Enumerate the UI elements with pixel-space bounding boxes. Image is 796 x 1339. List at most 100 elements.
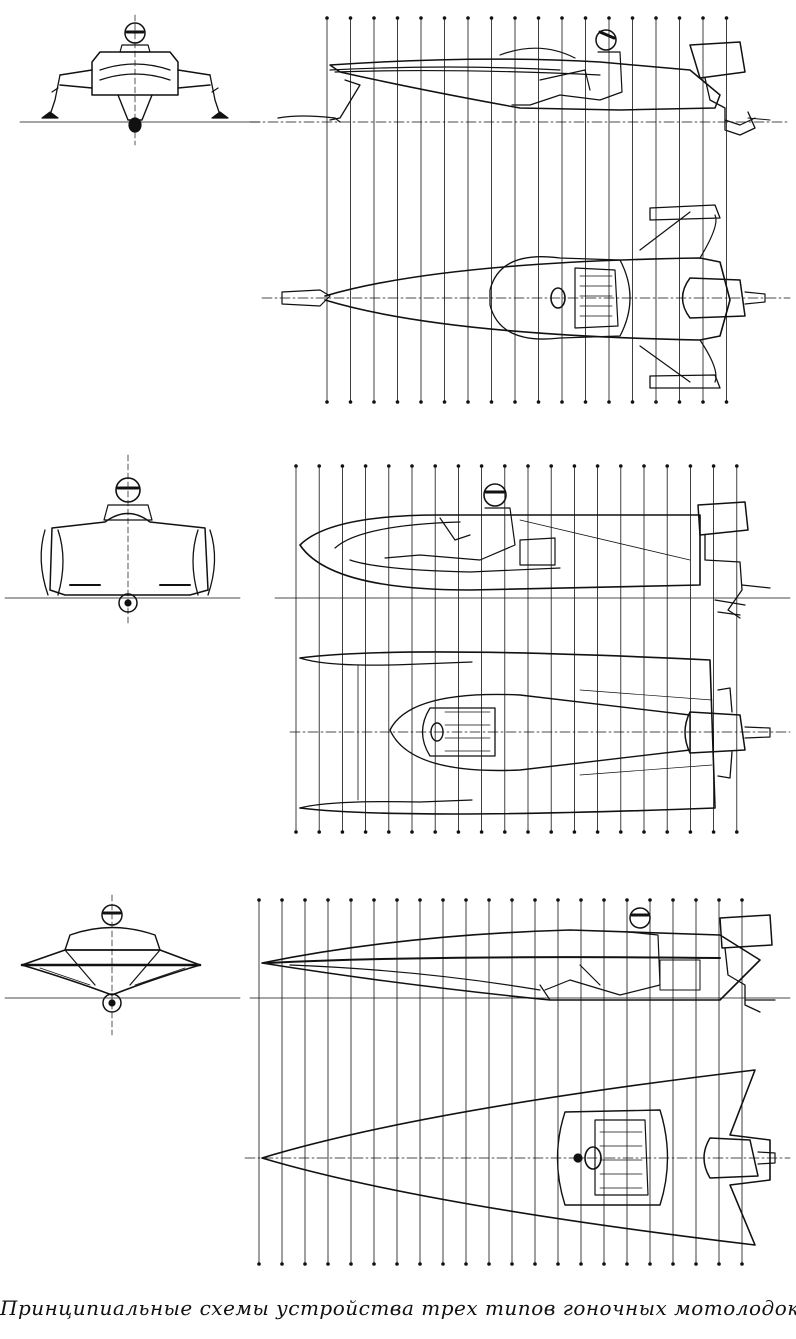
station-dot xyxy=(513,16,517,20)
station-dot xyxy=(572,830,577,834)
station-dot xyxy=(395,898,399,902)
station-dot xyxy=(433,464,438,468)
station-dot xyxy=(536,16,541,20)
station-dot xyxy=(349,898,353,902)
station-dot xyxy=(625,898,629,902)
boat-2-plan-view xyxy=(290,652,790,814)
station-dot xyxy=(387,830,391,834)
station-dot xyxy=(556,1262,560,1266)
station-dot xyxy=(654,16,658,20)
station-dot xyxy=(533,1262,537,1266)
station-dot xyxy=(602,1262,606,1266)
station-dot xyxy=(717,1262,721,1266)
station-dot xyxy=(694,1262,698,1266)
station-dot xyxy=(503,464,507,468)
boat-1-plan-view xyxy=(262,205,790,388)
boat-3-front-view xyxy=(5,895,240,1035)
station-dot xyxy=(625,1262,629,1266)
station-dot xyxy=(579,1262,583,1266)
station-dot xyxy=(724,16,729,20)
station-dot xyxy=(325,400,329,404)
boat-3-side-view xyxy=(250,908,790,1012)
station-dot xyxy=(395,16,400,20)
station-dot xyxy=(410,830,414,834)
station-dot xyxy=(340,830,345,834)
station-dot xyxy=(479,830,484,834)
station-dot xyxy=(294,830,298,834)
boat-1-front-view xyxy=(20,15,260,145)
station-dot xyxy=(442,16,447,20)
station-dot xyxy=(433,830,438,834)
station-dot xyxy=(326,1262,330,1266)
station-dot xyxy=(303,1262,307,1266)
boat-1-hydroplane xyxy=(20,15,790,404)
station-dot xyxy=(503,830,507,834)
figure-caption: Принципиальные схемы устройства трех тип… xyxy=(0,1296,796,1320)
station-dot xyxy=(387,464,391,468)
station-dot xyxy=(654,400,658,404)
station-dot xyxy=(372,1262,376,1266)
station-dot xyxy=(340,464,345,468)
station-dot xyxy=(607,400,611,404)
station-dot xyxy=(442,400,447,404)
station-dot xyxy=(513,400,517,404)
station-dot xyxy=(257,898,261,902)
station-dot xyxy=(489,400,494,404)
station-dot xyxy=(372,898,376,902)
station-dot xyxy=(688,464,693,468)
station-dot xyxy=(326,898,330,902)
station-dot xyxy=(630,400,635,404)
station-dot xyxy=(280,898,284,902)
station-dot xyxy=(294,464,298,468)
station-dot xyxy=(466,16,470,20)
station-dot xyxy=(560,16,564,20)
station-dot xyxy=(607,16,611,20)
station-dot xyxy=(701,400,705,404)
station-dot xyxy=(533,898,537,902)
station-dot xyxy=(665,464,669,468)
station-dot xyxy=(735,464,739,468)
station-dot xyxy=(479,464,484,468)
station-dot xyxy=(487,898,491,902)
station-dot xyxy=(740,898,744,902)
station-dot xyxy=(619,830,623,834)
station-dot xyxy=(348,400,353,404)
boat-3-sponson-hull xyxy=(5,895,790,1266)
station-dot xyxy=(549,830,553,834)
station-dot xyxy=(257,1262,261,1266)
station-dot xyxy=(688,830,693,834)
station-dot xyxy=(711,830,716,834)
station-dot xyxy=(325,16,329,20)
station-dot xyxy=(487,1262,491,1266)
station-dot xyxy=(418,1262,422,1266)
station-dot xyxy=(510,898,514,902)
boat-2-side-view xyxy=(275,484,790,618)
boat-2-station-lines xyxy=(294,464,739,834)
station-dot xyxy=(677,400,682,404)
boat-2-tunnel-hull xyxy=(5,455,790,834)
station-dot xyxy=(701,16,705,20)
station-dot xyxy=(536,400,541,404)
station-dot xyxy=(619,464,623,468)
station-dot xyxy=(419,400,423,404)
station-dot xyxy=(441,1262,445,1266)
station-dot xyxy=(560,400,564,404)
station-dot xyxy=(526,830,530,834)
station-dot xyxy=(464,1262,468,1266)
station-dot xyxy=(456,830,461,834)
station-dot xyxy=(677,16,682,20)
station-dot xyxy=(372,16,376,20)
station-dot xyxy=(317,464,322,468)
station-dot xyxy=(441,898,445,902)
station-dot xyxy=(572,464,577,468)
boat-schematics-drawing xyxy=(0,0,796,1266)
station-dot xyxy=(595,464,600,468)
station-dot xyxy=(583,16,588,20)
station-dot xyxy=(648,898,652,902)
station-dot xyxy=(526,464,530,468)
station-dot xyxy=(694,898,698,902)
boat-3-plan-view xyxy=(245,1070,790,1245)
station-dot xyxy=(642,830,646,834)
station-dot xyxy=(395,1262,399,1266)
station-dot xyxy=(735,830,739,834)
